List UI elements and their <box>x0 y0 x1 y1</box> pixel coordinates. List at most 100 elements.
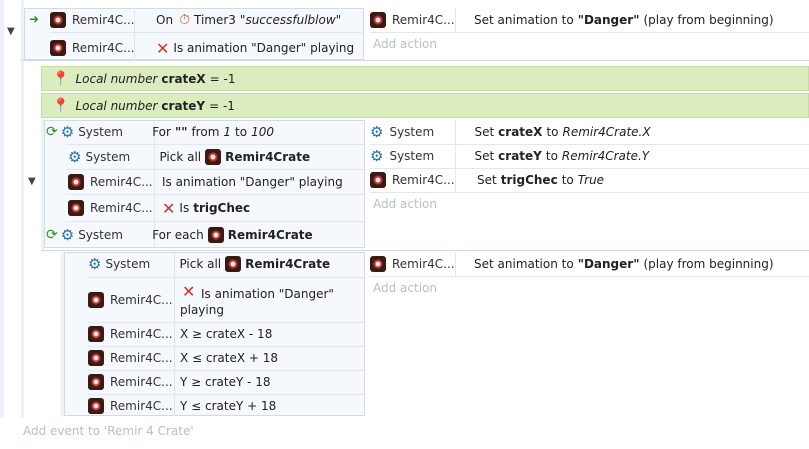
condition-text: Pick all <box>179 257 222 271</box>
local-name: crateX <box>161 71 206 86</box>
event2-condition-foreach[interactable]: ⟳ ⚙ System For each Remir4Crate <box>46 223 364 247</box>
object-param: Remir4Crate <box>245 257 331 271</box>
object-name: Remir4C... <box>110 375 172 389</box>
event3-condition-x-min[interactable]: Remir4C... X ≥ crateX - 18 <box>88 322 364 346</box>
event-separator <box>41 250 809 251</box>
local-value: = -1 <box>209 71 236 86</box>
crate-sprite-icon <box>50 12 66 28</box>
action-suffix: (play from beginning) <box>643 257 774 271</box>
crate-sprite-icon <box>207 227 224 243</box>
object-name: Remir4C... <box>110 327 172 341</box>
condition-text: Is animation "Danger" <box>201 287 334 301</box>
event-separator <box>21 60 809 61</box>
location-pin-icon: 📍 <box>52 97 70 114</box>
invert-x-icon: ✕ <box>162 198 176 218</box>
add-event-link[interactable]: Add event to 'Remir 4 Crate' <box>23 424 194 438</box>
condition-text: For each <box>152 228 204 242</box>
loop-icon: ⟳ <box>46 124 58 140</box>
object-name: Remir4C... <box>110 293 172 307</box>
event1-condition-anim[interactable]: Remir4C... ✕ Is animation "Danger" playi… <box>50 36 364 60</box>
crate-sprite-icon <box>370 256 386 272</box>
event3-condition-x-max[interactable]: Remir4C... X ≤ crateX + 18 <box>88 346 364 370</box>
object-name: Remir4C... <box>110 351 172 365</box>
collapse-toggle[interactable]: ▼ <box>28 176 36 187</box>
event2-action-2[interactable]: Remir4C... Set trigChec to True <box>370 168 809 192</box>
crate-sprite-icon <box>88 292 104 308</box>
condition-text: Y ≤ crateY + 18 <box>180 399 277 413</box>
location-pin-icon: 📍 <box>52 70 70 87</box>
timer-name: Timer3 <box>193 13 236 27</box>
object-name: Remir4C... <box>392 13 455 27</box>
event2-condition-for[interactable]: ⟳ ⚙ System For "" from 1 to 100 <box>46 120 364 144</box>
condition-text: Is <box>179 201 190 215</box>
object-name: System <box>78 125 123 139</box>
collapse-toggle[interactable]: ▼ <box>7 26 15 37</box>
local-name: crateY <box>161 98 206 113</box>
object-name: System <box>389 149 435 163</box>
stopwatch-icon: ⏱ <box>179 12 190 28</box>
local-variable-row[interactable] <box>41 66 809 91</box>
action-text: to <box>545 149 558 163</box>
loop-end: 100 <box>251 125 274 139</box>
add-action-link[interactable]: Add action <box>373 281 437 295</box>
action-text: Set animation to <box>474 257 574 271</box>
event3-condition-y-max[interactable]: Remir4C... Y ≤ crateY + 18 <box>88 394 364 418</box>
add-action-link[interactable]: Add action <box>373 197 437 211</box>
object-name: Remir4C... <box>90 175 152 189</box>
expression: True <box>577 173 605 187</box>
nesting-rail <box>0 0 4 418</box>
loop-start: 1 <box>223 125 232 139</box>
object-name: System <box>105 257 151 271</box>
event1-action-0[interactable]: Remir4C... Set animation to "Danger" (pl… <box>370 8 809 32</box>
variable-name: crateY <box>498 149 542 163</box>
action-suffix: (play from beginning) <box>643 13 774 27</box>
object-param: Remir4Crate <box>225 150 311 164</box>
crate-sprite-icon <box>225 256 242 272</box>
gear-icon: ⚙ <box>68 148 82 166</box>
gear-icon: ⚙ <box>60 226 75 244</box>
event3-action-0[interactable]: Remir4C... Set animation to "Danger" (pl… <box>370 252 809 276</box>
condition-text: playing <box>180 303 224 317</box>
object-name: Remir4C... <box>72 13 135 27</box>
local-label: Local number <box>75 71 158 86</box>
condition-text: For <box>152 125 171 139</box>
event2-condition-anim[interactable]: Remir4C... Is animation "Danger" playing <box>68 170 364 194</box>
event3-condition-pickall[interactable]: ⚙ System Pick all Remir4Crate <box>88 252 364 276</box>
object-name: Remir4C... <box>72 41 135 55</box>
invert-x-icon: ✕ <box>182 282 196 301</box>
crate-sprite-icon <box>88 398 104 414</box>
event2-conditions[interactable] <box>44 120 365 248</box>
gear-icon: ⚙ <box>60 123 75 141</box>
add-action-link[interactable]: Add action <box>373 37 437 51</box>
event2-action-0[interactable]: ⚙ System Set crateX to Remir4Crate.X <box>370 120 809 144</box>
gear-icon: ⚙ <box>370 147 384 165</box>
event2-condition-pickall[interactable]: ⚙ System Pick all Remir4Crate <box>68 145 364 169</box>
action-text: to <box>561 173 574 187</box>
event3-conditions[interactable] <box>64 252 365 416</box>
condition-text: to <box>235 125 248 139</box>
local-variable-row[interactable] <box>41 93 809 118</box>
expression: Remir4Crate.Y <box>561 149 650 163</box>
loop-icon: ⟳ <box>46 227 58 243</box>
event2-action-1[interactable]: ⚙ System Set crateY to Remir4Crate.Y <box>370 144 809 168</box>
object-name: Remir4C... <box>392 257 455 271</box>
crate-sprite-icon <box>50 40 66 56</box>
event1-condition-timer[interactable]: Remir4C... On ⏱ Timer3 "successfulblow" <box>50 8 364 32</box>
invert-x-icon: ✕ <box>156 38 170 58</box>
object-param: Remir4Crate <box>227 228 313 242</box>
event3-condition-anim[interactable]: Remir4C... ✕ Is animation "Danger" playi… <box>88 280 364 322</box>
crate-sprite-icon <box>88 326 104 342</box>
crate-sprite-icon <box>88 374 104 390</box>
crate-sprite-icon <box>370 12 386 28</box>
condition-text: X ≥ crateX - 18 <box>180 327 273 341</box>
event2-condition-trigchec[interactable]: Remir4C... ✕ Is trigChec <box>68 196 364 220</box>
nesting-rail <box>41 120 44 252</box>
loop-name: "" <box>174 125 188 139</box>
variable-name: trigChec <box>500 173 558 187</box>
object-name: Remir4C... <box>110 399 172 413</box>
condition-text: from <box>191 125 220 139</box>
local-label: Local number <box>75 98 158 113</box>
object-name: Remir4C... <box>90 201 152 215</box>
event1-conditions[interactable] <box>24 8 364 60</box>
event3-condition-y-min[interactable]: Remir4C... Y ≥ crateY - 18 <box>88 370 364 394</box>
